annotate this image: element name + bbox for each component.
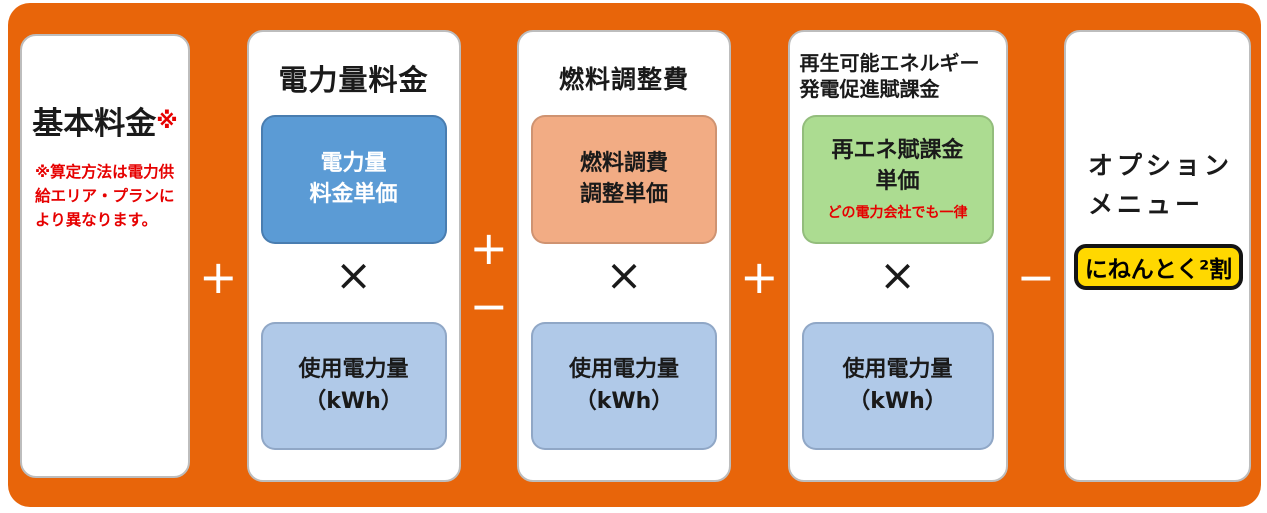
usage-box-line: （kWh）	[574, 389, 674, 414]
usage-kwh-box: 使用電力量 （kWh）	[531, 322, 717, 450]
panel-renewable-surcharge: 再生可能エネルギー 発電促進賦課金 再エネ賦課金 単価 どの電力会社でも一律 ×…	[787, 30, 1008, 482]
ninen-toku-discount-badge: にねんとく²割	[1074, 244, 1243, 290]
uniform-rate-note: どの電力会社でも一律	[827, 204, 968, 221]
price-box-line: 単価	[875, 168, 920, 194]
price-box-line: 料金単価	[309, 181, 398, 207]
energy-unit-price-box: 電力量 料金単価	[260, 115, 447, 244]
footnote-line: 給エリア・プランに	[35, 187, 175, 206]
renewable-surcharge-unit-price-box: 再エネ賦課金 単価 どの電力会社でも一律	[801, 115, 994, 244]
usage-box-line: （kWh）	[848, 389, 947, 414]
option-title-line: オプション	[1088, 151, 1234, 180]
multiply-sign: ×	[335, 250, 372, 301]
option-menu-title: オプション メニュー	[1088, 147, 1233, 225]
plus-operator-2: +	[731, 30, 788, 482]
plus-sign: +	[198, 250, 238, 304]
footnote-line: ※算定方法は電力供	[35, 163, 175, 181]
plus-operator-1: +	[190, 30, 247, 482]
price-box-line: 再エネ賦課金	[831, 137, 964, 163]
panel-fuel-adjustment: 燃料調整費 燃料調費 調整単価 × 使用電力量 （kWh）	[517, 30, 731, 482]
minus-operator: −	[1008, 30, 1065, 482]
renewable-title-line: 再生可能エネルギー	[799, 51, 980, 75]
basic-charge-title-text: 基本料金	[32, 106, 157, 142]
minus-sign: −	[469, 279, 509, 333]
basic-charge-footnote: ※算定方法は電力供 給エリア・プランに より異なります。	[35, 160, 180, 232]
asterisk-mark: ※	[156, 109, 178, 134]
price-box-line: 電力量	[320, 150, 387, 176]
panel-basic-charge: 基本料金※ ※算定方法は電力供 給エリア・プランに より異なります。	[20, 34, 190, 478]
energy-charge-title: 電力量料金	[278, 63, 429, 97]
renewable-title-line: 発電促進賦課金	[799, 77, 940, 101]
footnote-line: より異なります。	[35, 211, 158, 230]
panel-option-menu: オプション メニュー にねんとく²割	[1064, 30, 1251, 482]
usage-kwh-box: 使用電力量 （kWh）	[260, 322, 447, 450]
orange-frame: 基本料金※ ※算定方法は電力供 給エリア・プランに より異なります。 + 電力量…	[8, 3, 1261, 507]
option-title-line: メニュー	[1088, 189, 1205, 219]
plus-sign: +	[739, 250, 779, 304]
multiply-sign: ×	[879, 250, 916, 301]
usage-kwh-box: 使用電力量 （kWh）	[801, 322, 994, 450]
fuel-adjustment-unit-price-box: 燃料調費 調整単価	[531, 115, 717, 244]
minus-sign: −	[1016, 250, 1056, 304]
renewable-surcharge-title: 再生可能エネルギー 発電促進賦課金	[800, 46, 996, 110]
multiply-sign: ×	[605, 250, 643, 301]
usage-box-line: 使用電力量	[842, 357, 953, 383]
panel-energy-charge: 電力量料金 電力量 料金単価 × 使用電力量 （kWh）	[246, 30, 461, 482]
fuel-adjustment-title: 燃料調整費	[558, 65, 689, 94]
price-box-line: 燃料調費	[579, 150, 668, 176]
usage-box-line: （kWh）	[304, 389, 403, 414]
price-box-line: 調整単価	[579, 181, 668, 207]
usage-box-line: 使用電力量	[298, 357, 409, 383]
plus-minus-operator: + −	[461, 30, 518, 482]
usage-box-line: 使用電力量	[568, 357, 679, 383]
basic-charge-title: 基本料金※	[22, 98, 188, 143]
plus-sign: +	[469, 221, 509, 275]
